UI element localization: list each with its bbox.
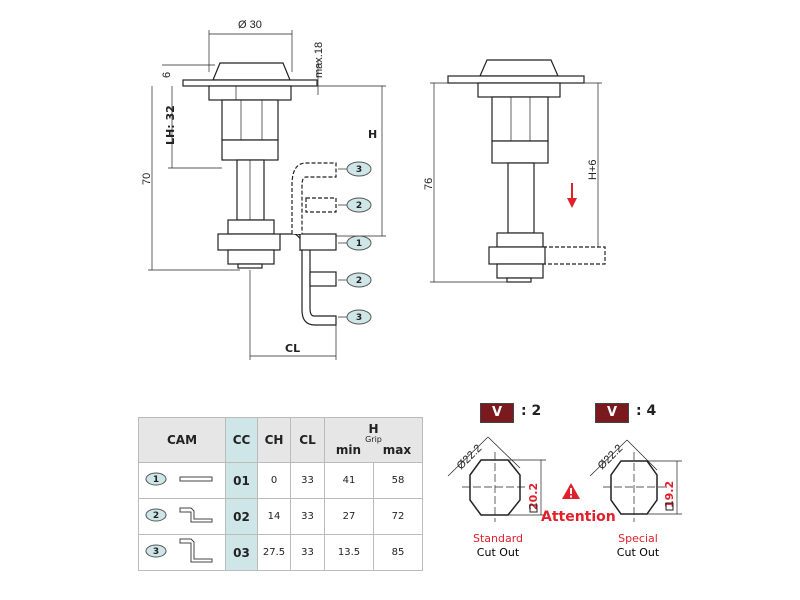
- standard-v-value: : 2: [521, 403, 542, 419]
- diameter-30-label: Ø 30: [238, 19, 262, 31]
- lh-32-label: LH: 32: [164, 105, 177, 145]
- header-cc: CC: [225, 417, 258, 463]
- six-label: 6: [161, 72, 173, 78]
- cam-3-offset-icon: 3: [145, 538, 213, 563]
- cl-cell: 33: [290, 462, 325, 499]
- seventy-six-label: 76: [423, 178, 435, 190]
- header-cl: CL: [290, 417, 325, 463]
- left-lock-drawing: Ø 30 max.18 6 70 LH: 32 H: [141, 19, 386, 360]
- h-label: H: [368, 128, 377, 141]
- special-v-value: : 4: [636, 403, 657, 419]
- svg-text:3: 3: [356, 165, 362, 175]
- cc-cell: 03: [225, 534, 258, 571]
- right-lock-drawing: 76 H+6: [423, 59, 606, 283]
- max-cell: 85: [373, 534, 423, 571]
- max-cell: 58: [373, 462, 423, 499]
- cam-cell: 3: [138, 534, 226, 571]
- attention-label: Attention: [541, 509, 616, 525]
- special-subtitle: Cut Out: [616, 546, 660, 559]
- ch-cell: 27.5: [257, 534, 291, 571]
- header-h-grip: H Grip min max: [324, 417, 423, 463]
- svg-text:2: 2: [356, 276, 362, 286]
- table-row: 2 02 14 33 27 72: [138, 498, 423, 535]
- cl-label: CL: [285, 342, 300, 355]
- cam-2-offset-icon: 2: [145, 507, 213, 523]
- cc-cell: 02: [225, 498, 258, 535]
- min-cell: 13.5: [324, 534, 374, 571]
- max-cell: 72: [373, 498, 423, 535]
- header-cam: CAM: [138, 417, 226, 463]
- ch-cell: 14: [257, 498, 291, 535]
- special-title: Special: [618, 532, 658, 545]
- cam-specification-table: CAM CC CH CL H Grip min max 1 01 0 33 41 …: [138, 417, 423, 571]
- standard-cutout-drawing: Ø22.2 20.2: [447, 436, 546, 522]
- header-min: min: [335, 443, 362, 458]
- svg-text:1: 1: [153, 475, 159, 485]
- h-plus-6-label: H+6: [587, 160, 599, 181]
- cl-cell: 33: [290, 498, 325, 535]
- header-h: H: [368, 422, 379, 437]
- svg-text:3: 3: [153, 547, 159, 557]
- svg-text:2: 2: [356, 201, 362, 211]
- cam-cell: 1: [138, 462, 226, 499]
- standard-v-badge: V: [480, 403, 514, 423]
- red-down-arrow-icon: [567, 183, 577, 208]
- cam-bubble-2-upper: 2: [338, 197, 372, 213]
- cam-bubble-2-lower: 2: [338, 272, 372, 288]
- max-18-label: max.18: [313, 42, 325, 78]
- header-ch: CH: [257, 417, 291, 463]
- cam-cell: 2: [138, 498, 226, 535]
- cc-cell: 01: [225, 462, 258, 499]
- cam-1-flat-icon: 1: [145, 472, 213, 486]
- special-square-label: 19.2: [663, 481, 676, 508]
- min-cell: 41: [324, 462, 374, 499]
- svg-text:1: 1: [356, 239, 362, 249]
- standard-title: Standard: [472, 532, 524, 545]
- seventy-label: 70: [141, 173, 153, 185]
- standard-square-label: 20.2: [527, 483, 540, 510]
- svg-text:3: 3: [356, 313, 362, 323]
- header-max: max: [382, 443, 412, 458]
- special-v-badge: V: [595, 403, 629, 423]
- cam-bubble-3-lower: 3: [338, 309, 372, 325]
- table-row: 3 03 27.5 33 13.5 85: [138, 534, 423, 571]
- ch-cell: 0: [257, 462, 291, 499]
- standard-subtitle: Cut Out: [476, 546, 520, 559]
- min-cell: 27: [324, 498, 374, 535]
- cam-bubble-1: 1: [338, 235, 372, 251]
- cl-cell: 33: [290, 534, 325, 571]
- svg-text:2: 2: [153, 511, 159, 521]
- header-grip: Grip: [365, 434, 382, 444]
- warning-triangle-icon: [562, 483, 580, 499]
- cam-bubble-3-upper: 3: [338, 161, 372, 177]
- table-row: 1 01 0 33 41 58: [138, 462, 423, 499]
